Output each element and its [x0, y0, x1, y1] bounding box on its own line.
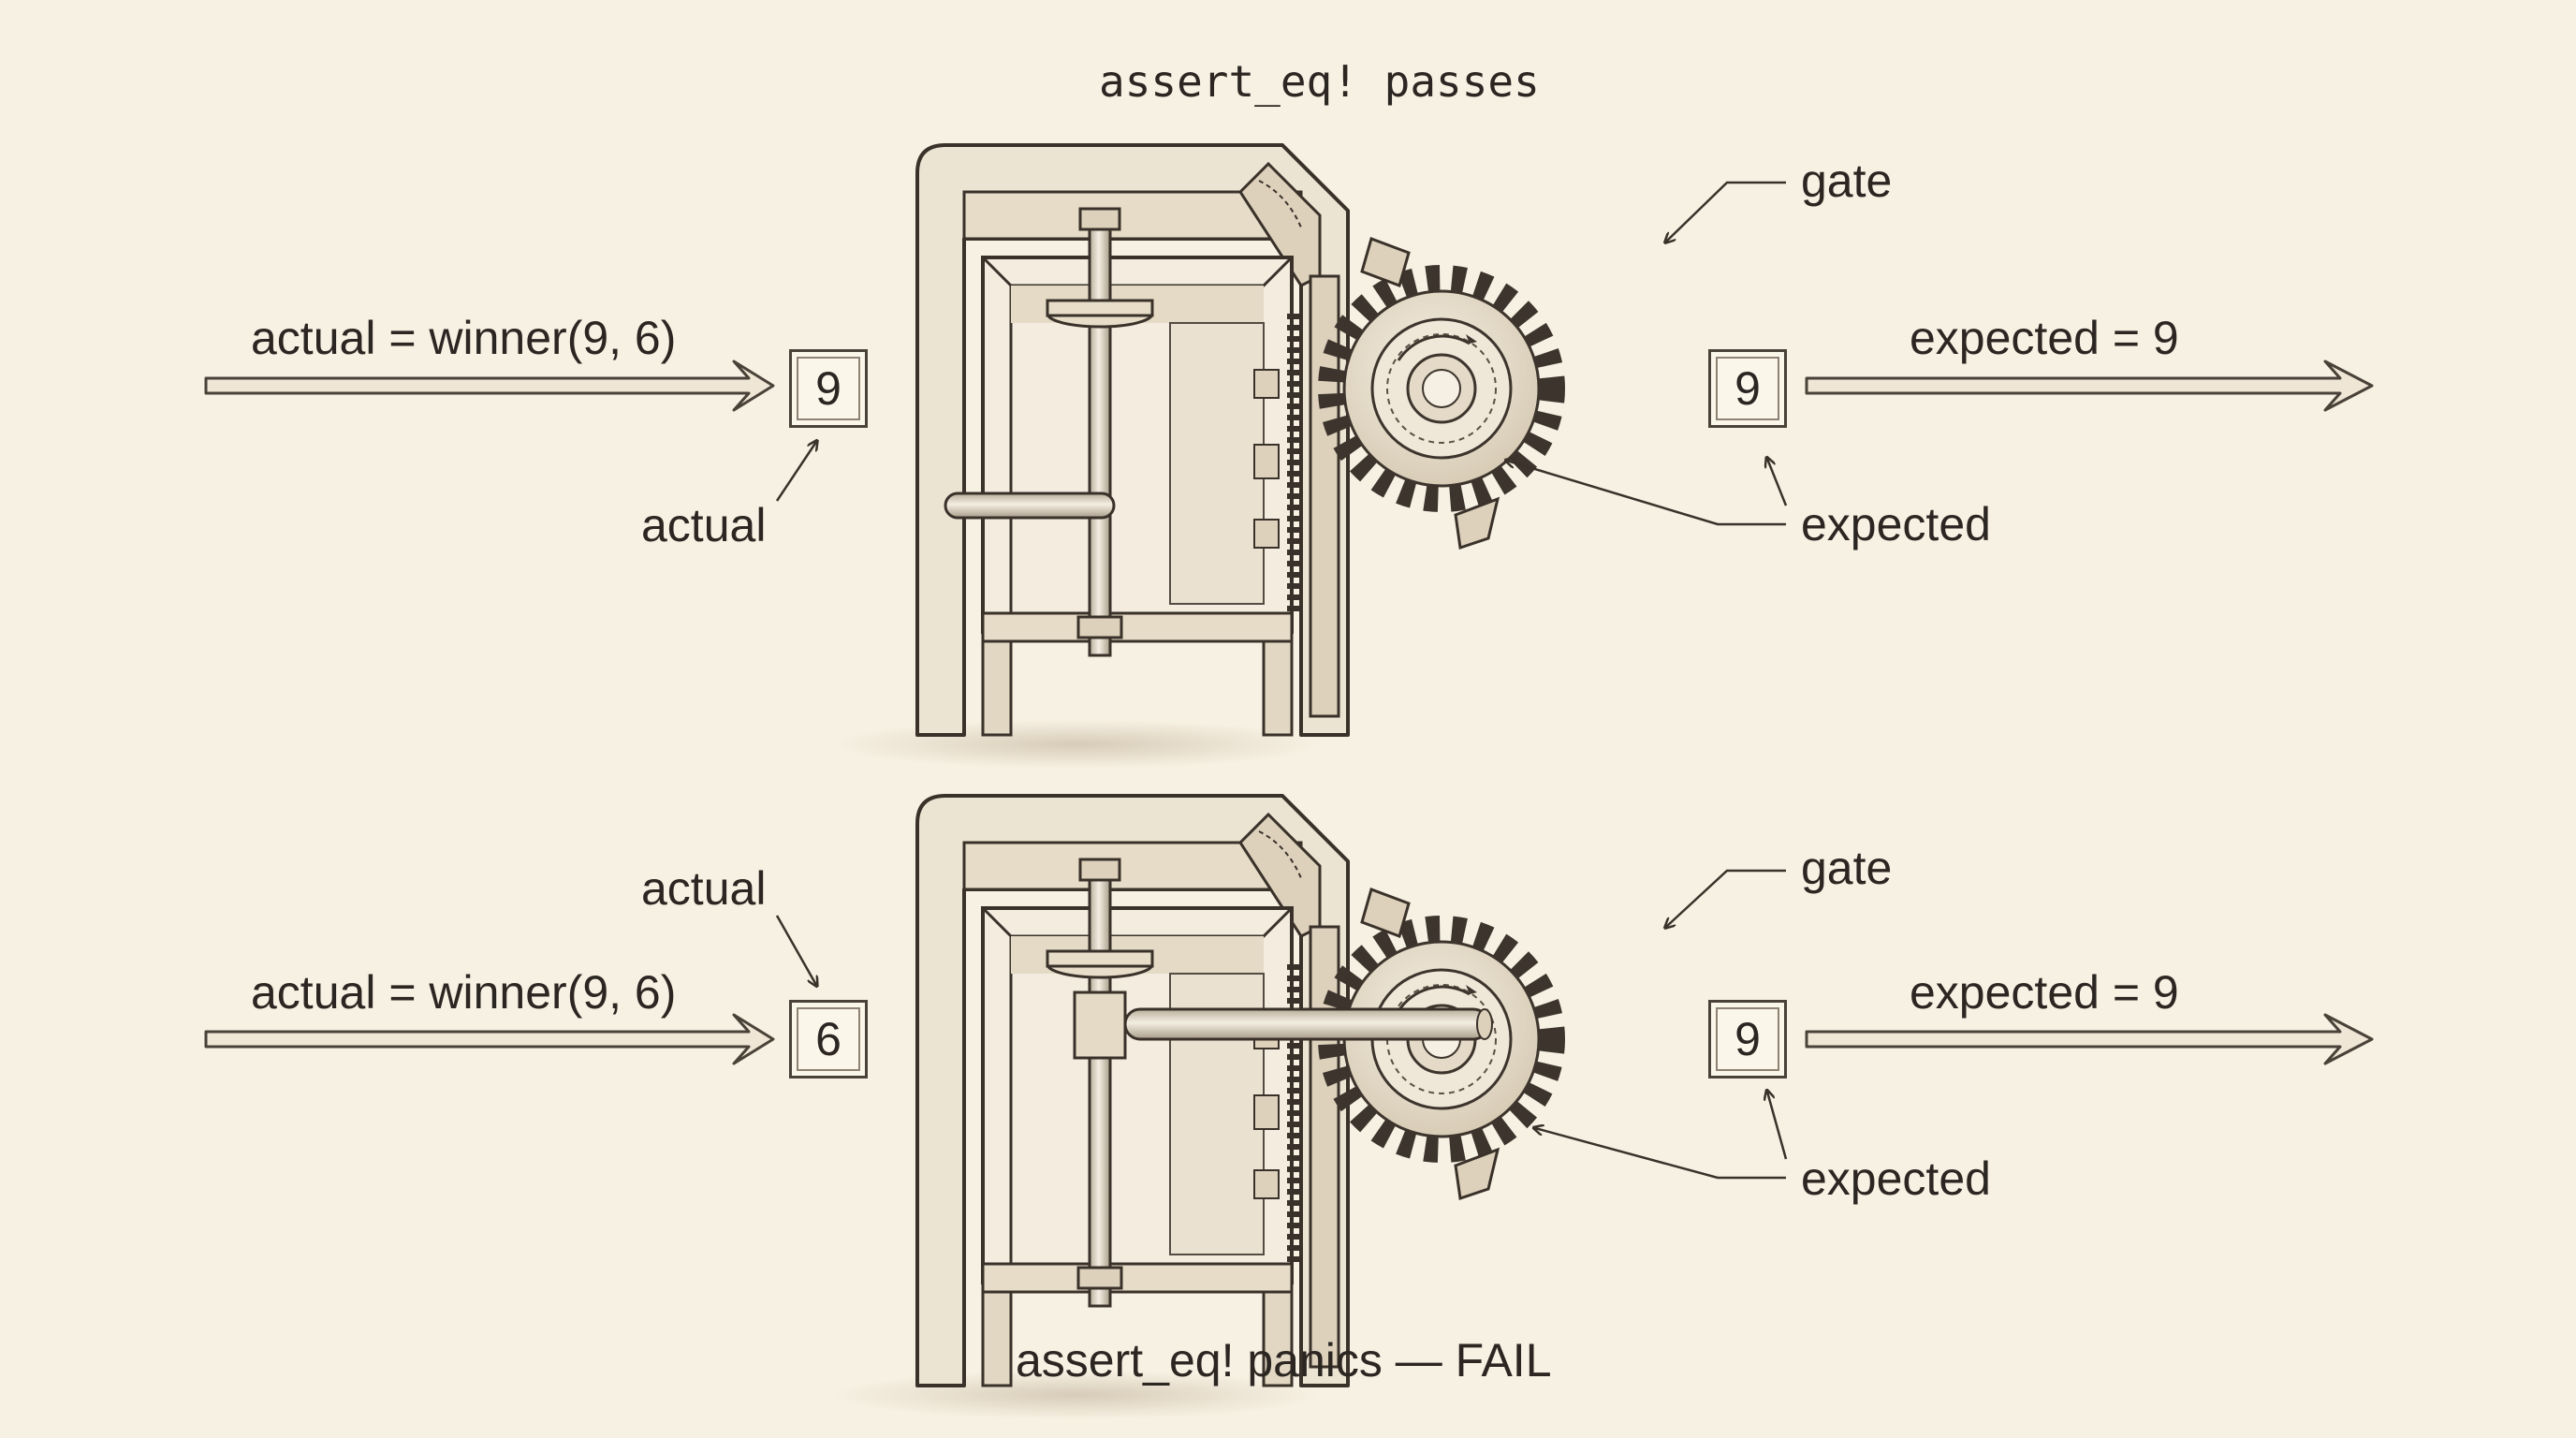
top-actual-value-box: 9: [789, 349, 868, 428]
top-expected-label: expected: [1801, 498, 1991, 550]
top-actual-expression: actual = winner(9, 6): [251, 312, 677, 364]
bottom-gate-label: gate: [1801, 842, 1893, 894]
bottom-actual-value-box: 6: [789, 1000, 868, 1078]
pass-title: assert_eq! passes: [1099, 56, 1540, 107]
callout-pointers: [775, 181, 1788, 1180]
top-actual-label: actual: [641, 499, 767, 551]
top-gate-label: gate: [1801, 154, 1893, 207]
bottom-expected-value-box: 9: [1708, 1000, 1787, 1078]
top-expected-expression: expected = 9: [1910, 312, 2179, 364]
bottom-expected-expression: expected = 9: [1910, 966, 2179, 1019]
bottom-actual-label: actual: [641, 862, 767, 915]
fail-caption: assert_eq! panics — FAIL: [1016, 1334, 1552, 1387]
bottom-expected-label: expected: [1801, 1152, 1991, 1205]
machine-fail: [833, 796, 1552, 1419]
bottom-actual-expression: actual = winner(9, 6): [251, 966, 677, 1019]
gear-icon: [1331, 278, 1552, 499]
machine-pass: [833, 145, 1552, 769]
top-expected-value-box: 9: [1708, 349, 1787, 428]
arrows: [204, 360, 2374, 1065]
